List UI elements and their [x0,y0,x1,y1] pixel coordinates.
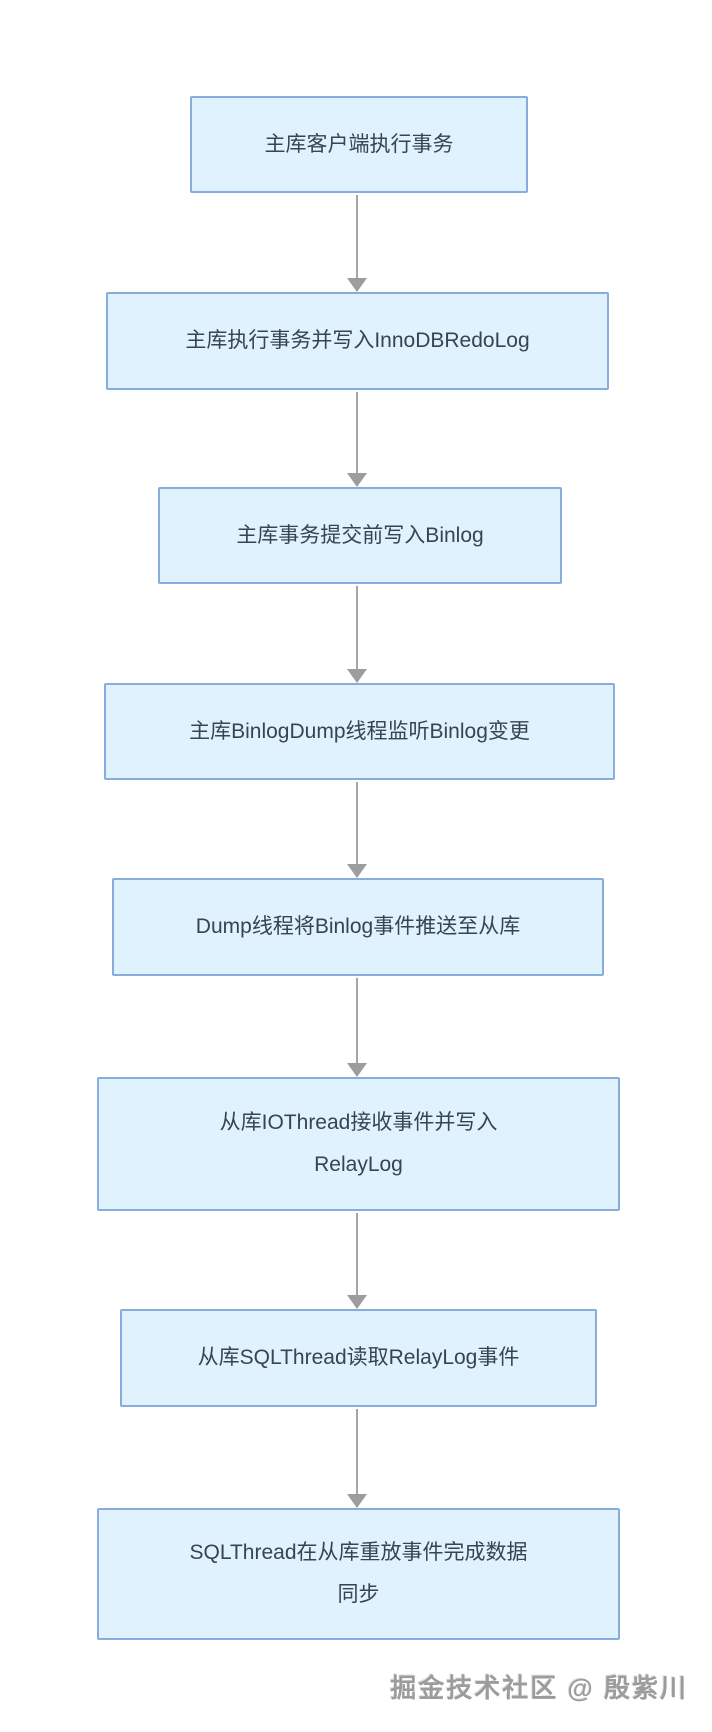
flow-node-label: 主库事务提交前写入Binlog [236,523,484,547]
flow-node-sqlthread-replay-sync: SQLThread在从库重放事件完成数据 同步 [97,1508,620,1640]
flow-node-label: SQLThread在从库重放事件完成数据 同步 [189,1541,528,1606]
flow-node-label: Dump线程将Binlog事件推送至从库 [195,915,521,938]
flow-node-label: 主库执行事务并写入InnoDBRedoLog [185,329,530,352]
flow-node-write-binlog: 主库事务提交前写入Binlog [158,487,562,584]
arrow-down-icon [347,1213,367,1309]
flow-node-innodb-redolog: 主库执行事务并写入InnoDBRedoLog [106,292,609,390]
flow-node-iothread-relaylog: 从库IOThread接收事件并写入 RelayLog [97,1077,620,1211]
flow-node-sqlthread-read-relaylog: 从库SQLThread读取RelayLog事件 [120,1309,597,1407]
flow-node-master-client-transaction: 主库客户端执行事务 [190,96,528,193]
arrow-down-icon [347,1409,367,1508]
arrow-down-icon [347,392,367,487]
flow-node-dump-push-events: Dump线程将Binlog事件推送至从库 [112,878,604,976]
arrow-down-icon [347,978,367,1077]
arrow-down-icon [347,195,367,292]
flow-node-binlogdump-listen: 主库BinlogDump线程监听Binlog变更 [104,683,615,780]
flow-node-label: 从库SQLThread读取RelayLog事件 [197,1346,520,1369]
flow-node-label: 主库客户端执行事务 [264,132,454,156]
arrow-down-icon [347,586,367,683]
flow-node-label: 主库BinlogDump线程监听Binlog变更 [189,719,530,743]
flow-node-label: 从库IOThread接收事件并写入 RelayLog [219,1111,498,1176]
arrow-down-icon [347,782,367,878]
watermark: 掘金技术社区 @ 殷紫川 [390,1673,688,1703]
